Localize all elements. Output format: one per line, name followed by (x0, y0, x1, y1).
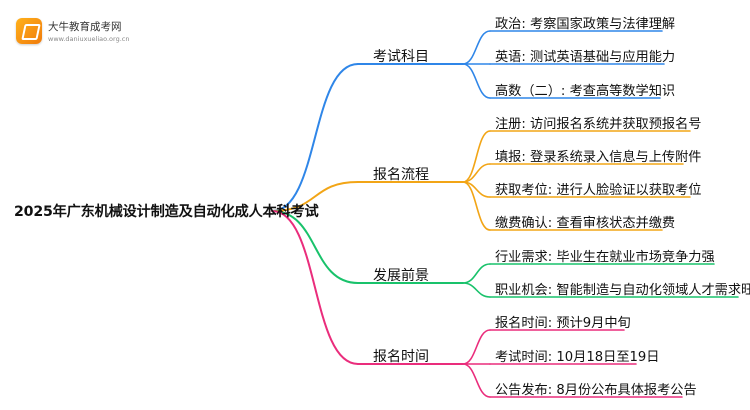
leaf-math: 高数（二）: 考查高等数学知识 (495, 84, 676, 99)
root-topic: 2025年广东机械设计制造及自动化成人本科考试 (14, 204, 319, 220)
branch-leaf-connector (462, 63, 491, 99)
leaf-english: 英语: 测试英语基础与应用能力 (495, 50, 676, 65)
logo-url: www.daniuxueliao.org.cn (48, 35, 130, 43)
leaf-announcement: 公告发布: 8月份公布具体报考公告 (495, 383, 697, 398)
branch-registration-process: 报名流程 (373, 167, 429, 183)
root-branch-connector (271, 210, 359, 365)
logo-title: 大牛教育成考网 (48, 21, 122, 33)
leaf-get-seat: 获取考位: 进行人脸验证以获取考位 (495, 183, 702, 198)
leaf-exam-time: 考试时间: 10月18日至19日 (495, 350, 660, 365)
leaf-industry-demand: 行业需求: 毕业生在就业市场竞争力强 (495, 250, 715, 265)
branch-registration-time: 报名时间 (373, 349, 429, 365)
leaf-politics: 政治: 考察国家政策与法律理解 (495, 17, 676, 32)
leaf-reg-time: 报名时间: 预计9月中旬 (495, 316, 631, 331)
root-branch-connector (271, 63, 359, 212)
leaf-career-opportunity: 职业机会: 智能制造与自动化领域人才需求旺盛 (495, 283, 750, 298)
branch-leaf-connector (462, 130, 491, 183)
logo-book-icon (16, 18, 42, 44)
branch-leaf-connector (462, 263, 491, 284)
leaf-register: 注册: 访问报名系统并获取预报名号 (495, 117, 702, 132)
branch-leaf-connector (462, 181, 491, 231)
root-branch-connector (271, 181, 359, 212)
root-branch-connector (271, 210, 359, 284)
branch-career-prospects: 发展前景 (373, 268, 429, 284)
branch-leaf-connector (462, 363, 491, 398)
site-logo: 大牛教育成考网 www.daniuxueliao.org.cn (14, 14, 134, 48)
branch-leaf-connector (462, 329, 491, 365)
leaf-payment: 缴费确认: 查看审核状态并缴费 (495, 216, 676, 231)
branch-exam-subjects: 考试科目 (373, 49, 429, 65)
branch-leaf-connector (462, 30, 491, 65)
branch-leaf-connector (462, 282, 491, 298)
leaf-fill-in: 填报: 登录系统录入信息与上传附件 (495, 150, 702, 165)
